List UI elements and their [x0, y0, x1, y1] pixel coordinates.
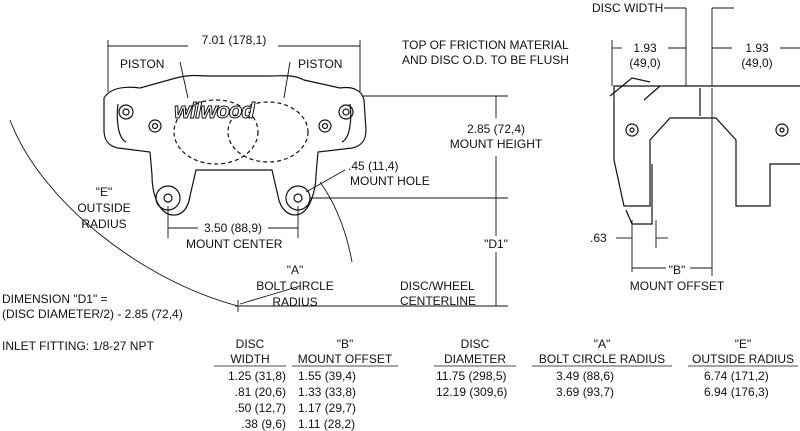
offset-small-label: .63 [590, 231, 607, 245]
side-dimensions [611, 7, 800, 276]
mount-hole-value: .45 (11,4) [348, 159, 399, 173]
mount-offset-2: MOUNT OFFSET [629, 279, 725, 293]
table-row: .81 (20,6) [234, 385, 286, 399]
bolt-circle-2: BOLT CIRCLE [256, 279, 334, 293]
mount-height-value: 2.85 (72,4) [466, 122, 526, 136]
table-row: 12.19 (309,6) [436, 385, 508, 399]
col-disc-diameter-a: DISC [460, 337, 490, 351]
col-disc-diameter-b: DIAMETER [443, 352, 506, 366]
front-dimensions [9, 40, 508, 312]
table-row: 6.74 (171,2) [704, 369, 769, 383]
side-left-dim-1: 1.93 [633, 41, 657, 55]
d1-label: "D1" [484, 237, 508, 251]
mount-offset-1: "B" [668, 263, 686, 277]
disc-wheel-2: CENTERLINE [400, 294, 477, 308]
col-outside-radius-b: OUTSIDE RADIUS [691, 352, 794, 366]
col-mount-offset-b: MOUNT OFFSET [297, 352, 393, 366]
col-mount-offset-a: "B" [336, 337, 354, 351]
col-disc-width-a: DISC [235, 337, 265, 351]
table-row: 1.55 (39,4) [298, 369, 357, 383]
col-bolt-circle-a: "A" [593, 337, 611, 351]
col-disc-width-b: WIDTH [230, 352, 270, 366]
outside-radius-2: OUTSIDE [77, 201, 131, 215]
col-bolt-circle-b: BOLT CIRCLE RADIUS [538, 352, 666, 366]
caliper-front-view [103, 74, 367, 216]
dimension-note-1: DIMENSION "D1" = [2, 292, 108, 306]
outside-radius-1: "E" [95, 185, 113, 199]
brand-logo: wilwood [174, 98, 256, 123]
outside-radius-3: RADIUS [81, 217, 127, 231]
dimension-note-2: (DISC DIAMETER/2) - 2.85 (72,4) [2, 307, 183, 321]
table-row: 3.49 (88,6) [556, 369, 615, 383]
disc-wheel-1: DISC/WHEEL [400, 279, 475, 293]
piston-left-label: PISTON [120, 57, 165, 71]
inlet-fitting-note: INLET FITTING: 1/8-27 NPT [2, 339, 154, 353]
top-note-2: AND DISC O.D. TO BE FLUSH [402, 53, 569, 67]
mount-center-label: MOUNT CENTER [186, 237, 283, 251]
table-row: 3.69 (93,7) [556, 385, 615, 399]
table-row: .50 (12,7) [234, 401, 286, 415]
piston-right-label: PISTON [298, 57, 343, 71]
table-row: .38 (9,6) [241, 417, 286, 431]
overall-width-label: 7.01 (178,1) [201, 33, 267, 47]
table-row: 1.17 (29,7) [298, 401, 357, 415]
table-row: 1.25 (31,8) [227, 369, 286, 383]
mount-height-label: MOUNT HEIGHT [449, 137, 543, 151]
top-note-1: TOP OF FRICTION MATERIAL [402, 38, 569, 52]
col-outside-radius-a: "E" [734, 337, 752, 351]
table-row: 1.11 (28,2) [298, 417, 356, 431]
caliper-side-view [609, 77, 800, 225]
side-right-dim-2: (49,0) [741, 56, 773, 70]
mount-center-value: 3.50 (88,9) [203, 221, 263, 235]
table-row: 6.94 (176,3) [704, 385, 769, 399]
bolt-circle-3: RADIUS [272, 295, 318, 309]
disc-width-label: DISC WIDTH [592, 1, 664, 15]
table-row: 11.75 (298,5) [436, 369, 507, 383]
bolt-circle-1: "A" [286, 263, 304, 277]
side-right-dim-1: 1.93 [745, 41, 769, 55]
table-row: 1.33 (33,8) [298, 385, 357, 399]
side-left-dim-2: (49,0) [629, 56, 661, 70]
mount-hole-label: MOUNT HOLE [350, 174, 430, 188]
